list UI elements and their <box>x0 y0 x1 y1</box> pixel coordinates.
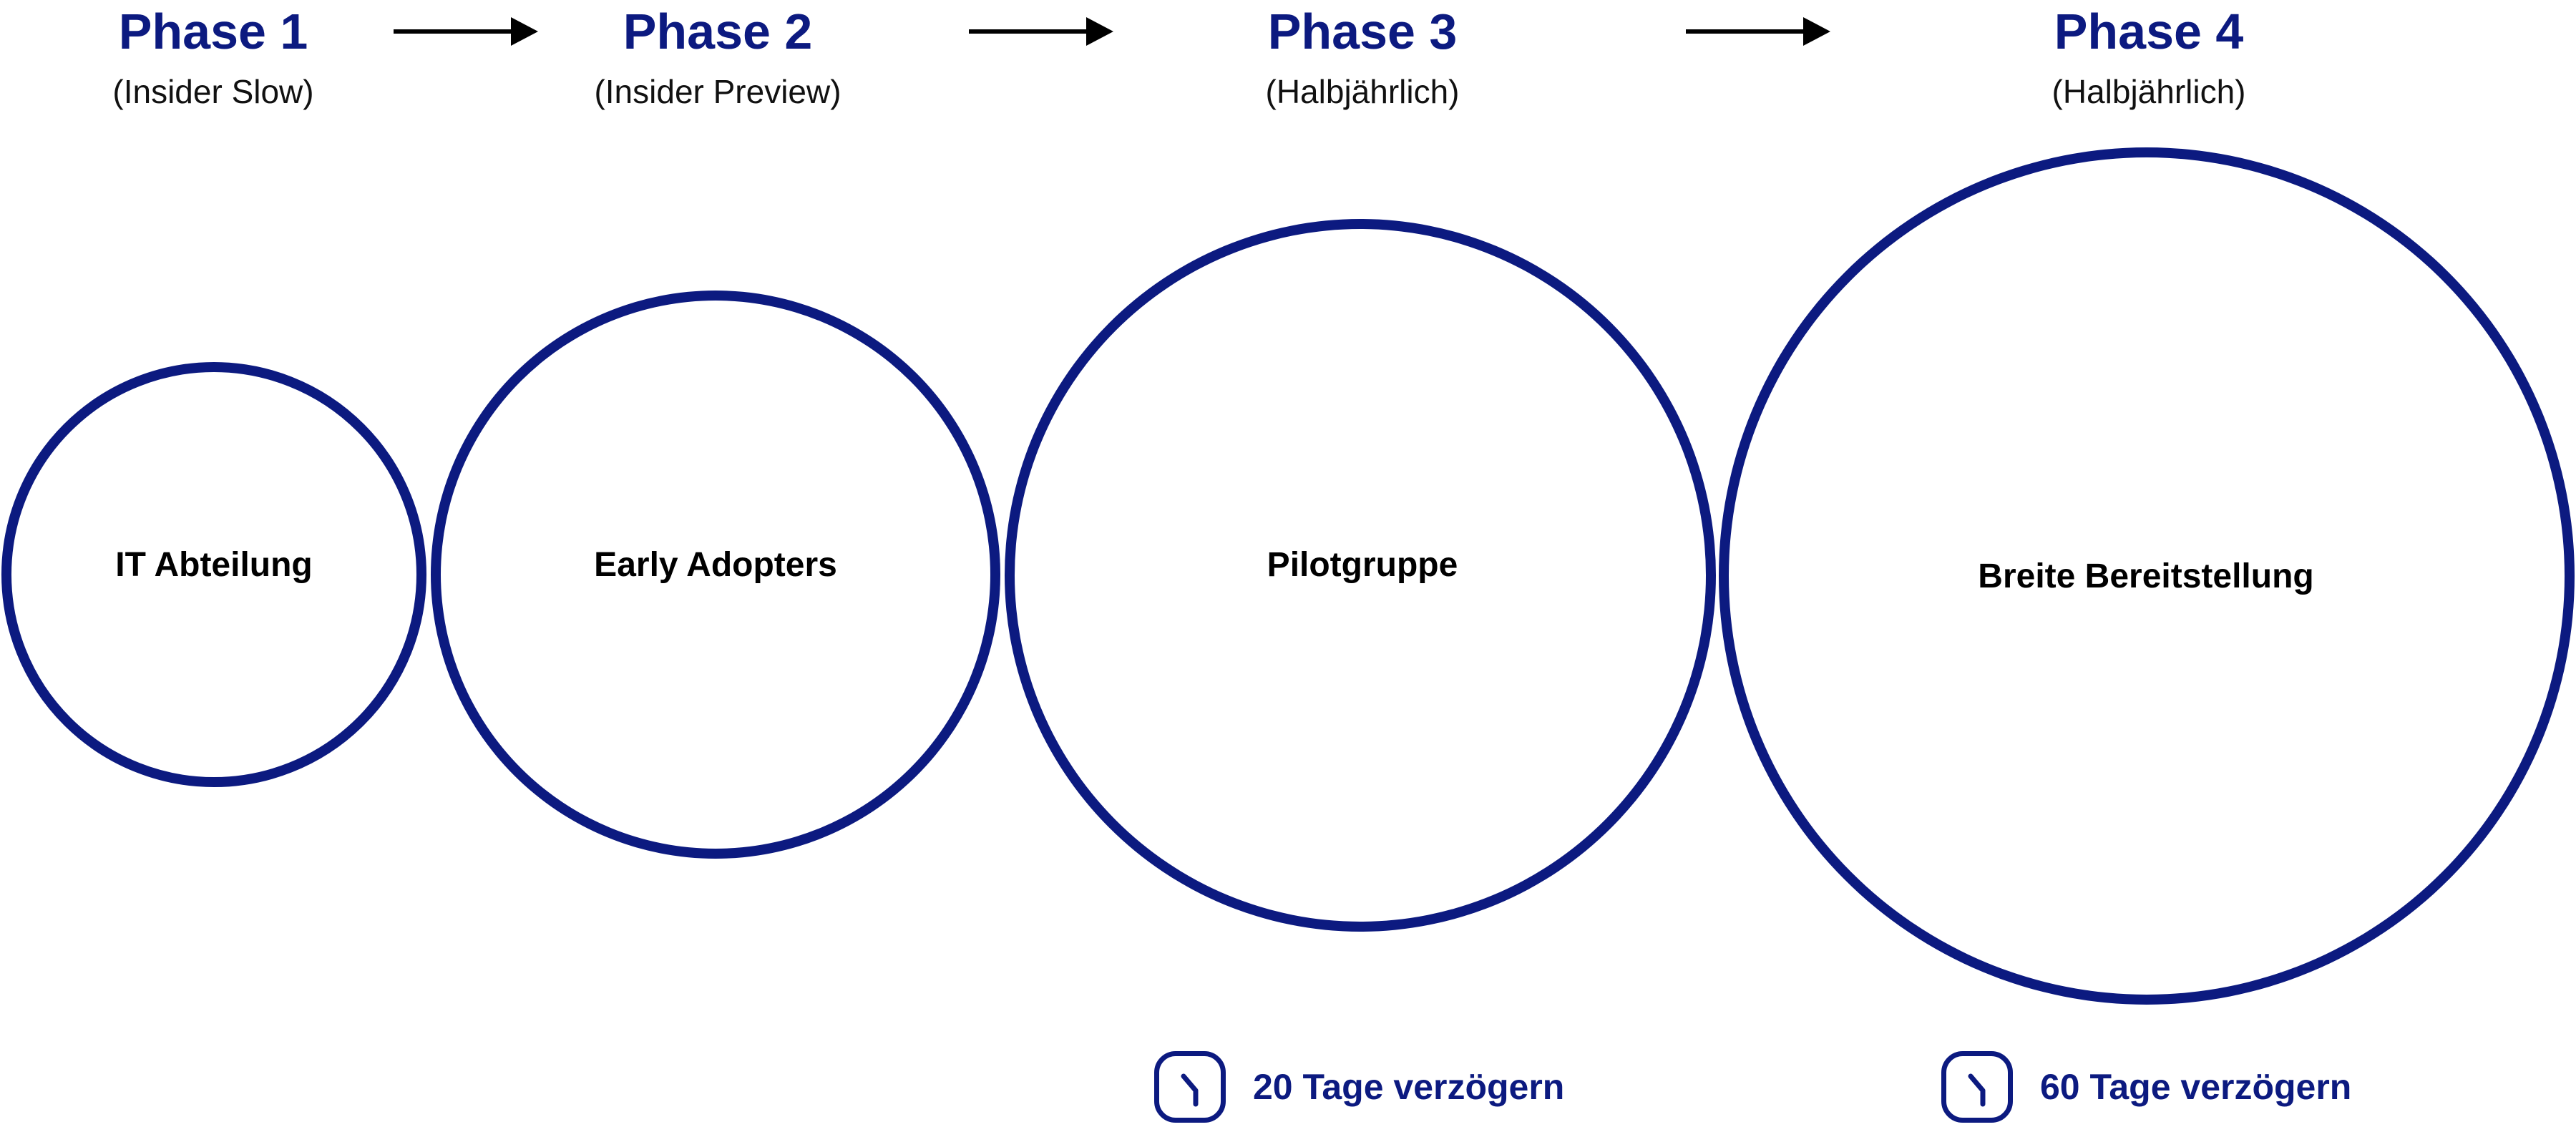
arrow-right-icon <box>1686 17 1830 46</box>
phase-4-delay: 60 Tage verzögern <box>1941 1048 2351 1126</box>
phase-4-subtitle: (Halbjährlich) <box>2051 73 2246 110</box>
phase-1-subtitle: (Insider Slow) <box>112 73 314 110</box>
phase-3-title: Phase 3 <box>1267 4 1458 59</box>
phase-4-group-label: Breite Bereitstellung <box>1978 557 2314 595</box>
phase-2-subtitle: (Insider Preview) <box>594 73 841 110</box>
arrow-right-icon <box>394 17 538 46</box>
phase-4-delay-text: 60 Tage verzögern <box>2040 1067 2352 1107</box>
phase-3-delay: 20 Tage verzögern <box>1154 1048 1564 1126</box>
phase-2-title: Phase 2 <box>623 4 813 59</box>
phase-3-group-label: Pilotgruppe <box>1267 546 1458 584</box>
phase-4-title: Phase 4 <box>2054 4 2244 59</box>
arrow-right-icon <box>969 17 1113 46</box>
phase-3-subtitle: (Halbjährlich) <box>1265 73 1460 110</box>
phase-3-delay-text: 20 Tage verzögern <box>1253 1067 1565 1107</box>
phase-1-group-label: IT Abteilung <box>115 546 313 584</box>
phase-2-group-label: Early Adopters <box>594 546 837 584</box>
clock-icon <box>1154 1051 1226 1123</box>
clock-icon <box>1941 1051 2013 1123</box>
phase-1-title: Phase 1 <box>118 4 308 59</box>
